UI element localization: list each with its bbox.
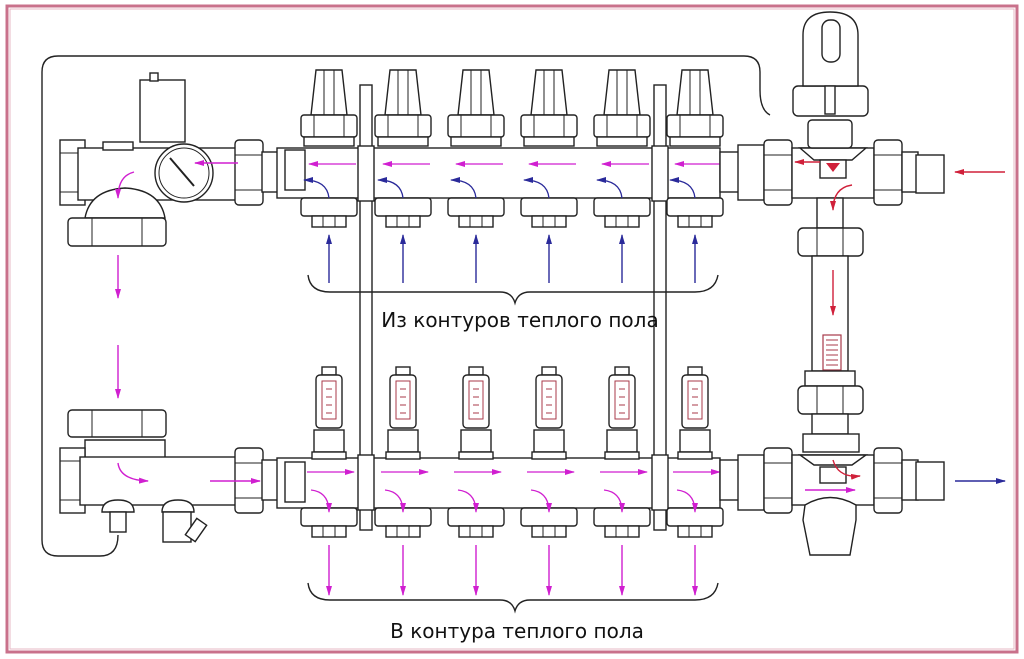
left-bracket xyxy=(357,84,375,531)
bottom-left-fitting xyxy=(59,409,279,543)
return-manifold xyxy=(276,147,721,199)
loop-2 xyxy=(374,69,432,596)
valve-cap xyxy=(603,69,641,116)
air-vent xyxy=(139,79,186,143)
right-bracket xyxy=(651,84,669,531)
top-left-fitting xyxy=(59,72,279,247)
valve-cap xyxy=(310,69,348,116)
thermo-head xyxy=(792,11,869,149)
drawing-frame xyxy=(5,4,1019,654)
bypass-flowmeter xyxy=(822,334,842,371)
loop-4 xyxy=(520,69,578,596)
loop-3 xyxy=(447,69,505,596)
supply-loops-brace xyxy=(307,582,719,614)
thermometer xyxy=(154,143,214,203)
supply-loops-label: В контура теплого пола xyxy=(390,619,644,643)
loop-1 xyxy=(300,69,358,596)
supply-manifold xyxy=(276,457,721,509)
mixing-valve-group xyxy=(719,11,945,556)
valve-cap xyxy=(530,69,568,116)
flow-arrows xyxy=(115,159,1006,493)
capillary-line xyxy=(41,55,771,557)
drain-valve xyxy=(101,499,135,513)
valve-cap xyxy=(457,69,495,116)
return-loops-label: Из контуров теплого пола xyxy=(381,308,658,332)
valve-cap xyxy=(384,69,422,116)
strainer xyxy=(161,499,195,513)
return-loops-brace xyxy=(307,274,719,306)
valve-cap xyxy=(676,69,714,116)
loop-6 xyxy=(666,69,724,596)
loop-5 xyxy=(593,69,651,596)
